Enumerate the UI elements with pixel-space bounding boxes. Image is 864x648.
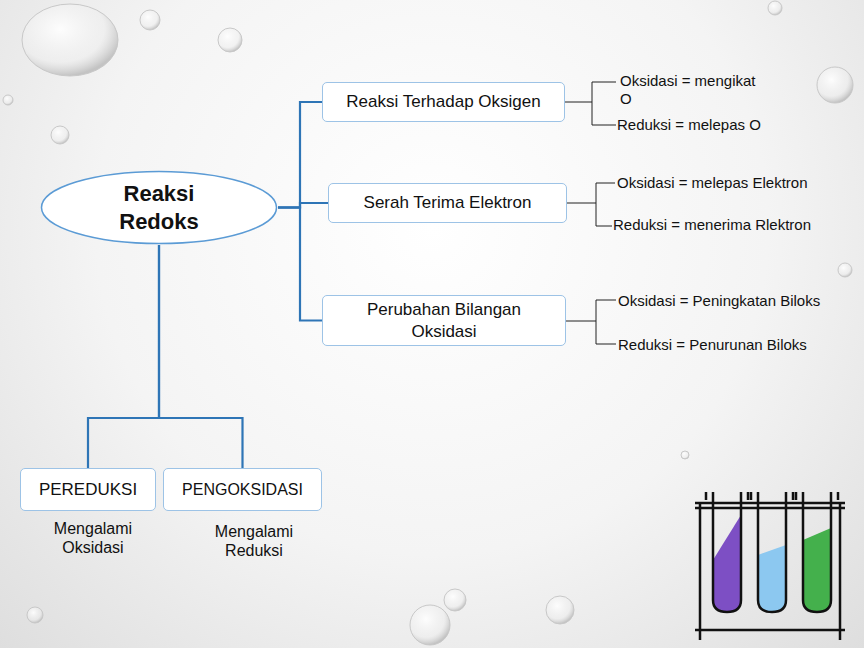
definition-text: Reduksi = melepas O xyxy=(617,116,761,134)
node-text: Perubahan Bilangan Oksidasi xyxy=(344,299,544,342)
node-text: PEREDUKSI xyxy=(39,479,137,500)
definition-text: Reduksi = menerima Rlektron xyxy=(613,216,811,234)
tree-connector xyxy=(88,245,159,468)
tree-connector xyxy=(278,102,322,208)
definition-text: Oksidasi = Peningkatan Biloks xyxy=(618,292,820,310)
definition-text: Oksidasi = melepas Elektron xyxy=(617,174,808,192)
node-text: Reaksi Terhadap Oksigen xyxy=(346,91,540,112)
node-text: PENGOKSIDASI xyxy=(182,480,303,500)
test-tube-rack xyxy=(695,492,845,640)
concept-box: Serah Terima Elektron xyxy=(328,183,567,223)
definition-text: Oksidasi = mengikat O xyxy=(620,72,770,108)
bracket-lines xyxy=(565,82,616,344)
node-text: Reaksi Redoks xyxy=(104,180,214,235)
water-bubbles xyxy=(3,1,853,645)
tree-connector xyxy=(159,245,243,468)
concept-box: Perubahan Bilangan Oksidasi xyxy=(322,295,566,346)
definition-text: Reduksi = Penurunan Biloks xyxy=(618,336,807,354)
node-text: Serah Terima Elektron xyxy=(364,192,532,213)
agent-box: PEREDUKSI xyxy=(20,468,156,511)
description-text: Mengalami Oksidasi xyxy=(28,519,158,557)
tree-connector xyxy=(278,208,322,321)
description-text: Mengalami Reduksi xyxy=(190,522,318,560)
concept-box: Reaksi Terhadap Oksigen xyxy=(322,82,565,122)
tree-connector xyxy=(278,203,328,208)
agent-box: PENGOKSIDASI xyxy=(163,468,322,511)
root-ellipse: Reaksi Redoks xyxy=(40,170,278,245)
